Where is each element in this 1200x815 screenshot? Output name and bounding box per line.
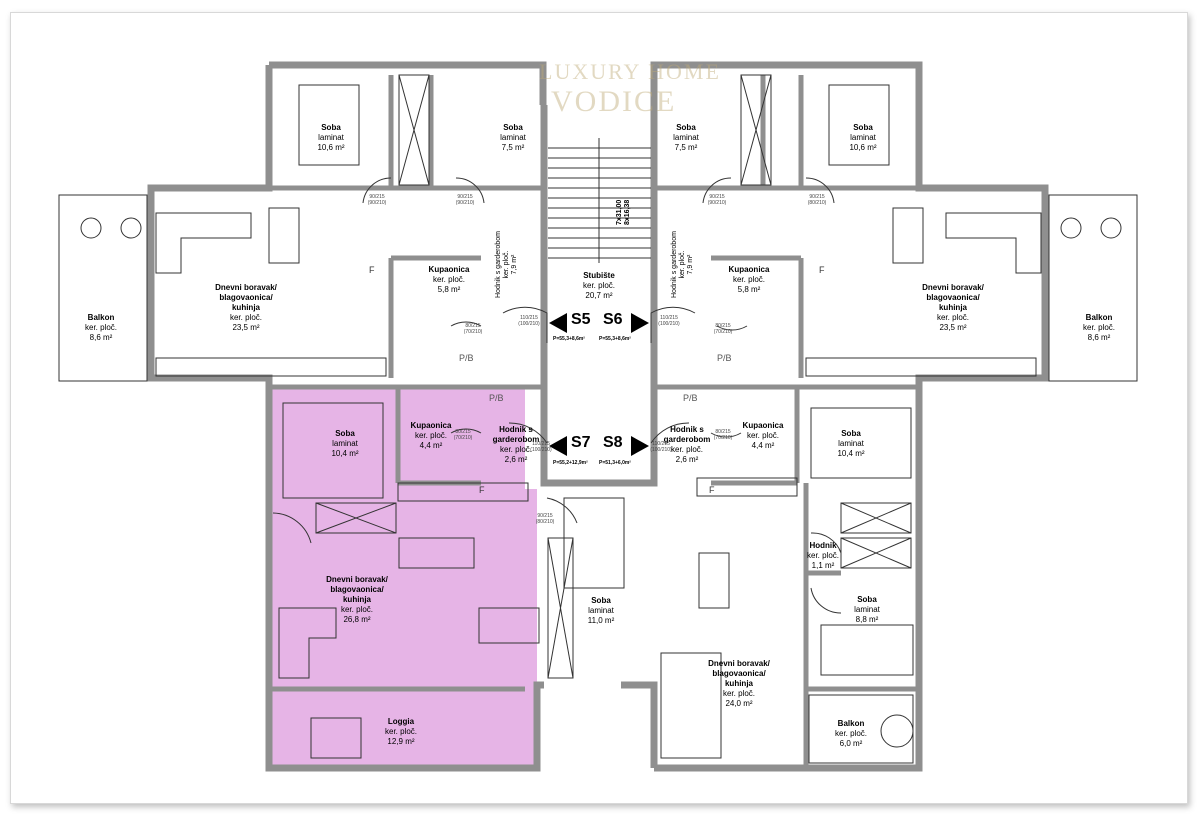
- watermark-line2: VODICE: [551, 85, 677, 118]
- door-label-s5-entry: 110/215(100/210): [518, 315, 540, 327]
- useful-area-s5: P=55,3+8,6m²: [553, 336, 585, 342]
- unit-label-s5: S5: [571, 311, 591, 328]
- door-label-s5-bath: 80/215(70/210): [463, 323, 483, 335]
- door-label-s7-bath: 80/215(70/210): [453, 429, 473, 441]
- island-s7: [398, 537, 475, 569]
- kitchen-s5: [155, 357, 387, 377]
- pb-s6: P/B: [717, 353, 732, 363]
- table-s6: [892, 207, 924, 264]
- door-label-s8-bath: 80/215(70/210): [713, 429, 733, 441]
- door-label-s6-bath: 80/215(70/210): [713, 323, 733, 335]
- outer-walls: [147, 61, 1049, 772]
- pb-s8: P/B: [683, 393, 698, 403]
- useful-area-s8: P=51,3+6,0m²: [599, 460, 631, 466]
- unit-label-s6: S6: [603, 311, 623, 328]
- stair-treads: [548, 138, 651, 263]
- door-label-s7-living: 90/215(80/210): [535, 513, 555, 525]
- sofa-s5: [155, 212, 252, 274]
- useful-area-s6: P=55,3+8,6m²: [599, 336, 631, 342]
- bed-s7-soba: [282, 402, 384, 499]
- door-label-s6-soba2: 90/215(90/210): [707, 194, 727, 206]
- table-s8-balcony: [880, 714, 914, 748]
- sofa-s8: [660, 652, 722, 759]
- watermark-line1: LUXURY HOME: [539, 59, 721, 84]
- kitchen-s8: [696, 477, 798, 497]
- unit-markers: [549, 313, 649, 456]
- door-label-s7-entry: 110/215(100/210): [530, 441, 552, 453]
- door-label-s6-entry: 110/215(100/210): [658, 315, 680, 327]
- fridge-s5: F: [369, 265, 375, 275]
- sofa-s6: [945, 212, 1042, 274]
- wardrobes: [315, 74, 912, 679]
- door-label-s8-entry: 110/215(100/210): [650, 441, 672, 453]
- bed-s6-soba: [828, 84, 890, 166]
- table-s7: [478, 607, 540, 644]
- pb-s7: P/B: [489, 393, 504, 403]
- bed-s5-soba: [298, 84, 360, 166]
- fridge-s8: F: [709, 485, 715, 495]
- unit-label-s8: S8: [603, 434, 623, 451]
- table-s7-loggia: [310, 717, 362, 759]
- kitchen-s7: [397, 482, 529, 502]
- sofa-s7: [278, 607, 337, 679]
- door-swings: [272, 177, 842, 614]
- floor-plan-frame: LUXURY HOME VODICE S5 S6 S7 S8 P=55,3+8,…: [10, 12, 1188, 804]
- door-label-s5-soba: 90/215(90/210): [367, 194, 387, 206]
- bed-s8-soba-mid: [563, 497, 625, 589]
- table-s8: [698, 552, 730, 609]
- bed-s8-soba2: [820, 624, 914, 676]
- fridge-s7: F: [479, 485, 485, 495]
- bed-s8-soba1: [810, 407, 912, 479]
- pb-s5: P/B: [459, 353, 474, 363]
- balcony-left-outline: [58, 194, 148, 382]
- door-label-s6-soba: 90/215(80/210): [807, 194, 827, 206]
- useful-area-s7: P=55,2+12,9m²: [553, 460, 588, 466]
- door-label-s5-soba2: 90/215(90/210): [455, 194, 475, 206]
- balcony-right-outline: [1048, 194, 1138, 382]
- fridge-s6: F: [819, 265, 825, 275]
- kitchen-s6: [805, 357, 1037, 377]
- thin-details: [58, 74, 1138, 764]
- floor-plan-drawing: [58, 61, 1138, 772]
- table-s5: [268, 207, 300, 264]
- unit-label-s7: S7: [571, 434, 591, 451]
